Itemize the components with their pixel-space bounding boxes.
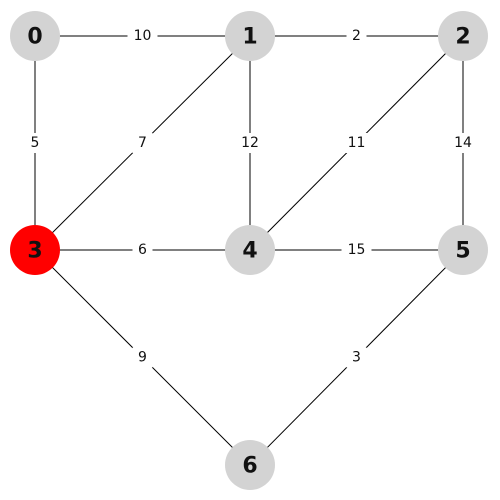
- edge-2-5: 14: [448, 36, 478, 250]
- edge-weight-background: [132, 240, 153, 260]
- edge-weight-label: 12: [241, 135, 259, 151]
- node-1: 1: [225, 11, 275, 61]
- edge-5-6: 3: [249, 249, 464, 466]
- node-label: 1: [242, 25, 257, 50]
- edge-weight-label: 11: [348, 135, 366, 151]
- edge-weight-label: 7: [138, 135, 147, 151]
- edge-weight-label: 6: [138, 242, 147, 258]
- edge-3-4: 6: [35, 240, 250, 260]
- edge-weight-background: [346, 347, 367, 368]
- node-2: 2: [438, 11, 488, 61]
- node-label: 5: [455, 239, 470, 264]
- edge-1-3: 7: [34, 35, 251, 251]
- edge-3-6: 9: [34, 249, 251, 466]
- node-circle: [225, 440, 275, 490]
- edge-weight-label: 2: [352, 28, 361, 44]
- node-circle: [438, 225, 488, 275]
- node-label: 4: [242, 239, 257, 264]
- edge-weight-label: 9: [138, 350, 147, 366]
- edge-2-4: 11: [249, 35, 464, 251]
- edge-weight-background: [127, 26, 158, 46]
- edge-weight-background: [235, 133, 265, 153]
- node-0: 0: [10, 11, 60, 61]
- node-label: 2: [455, 25, 470, 50]
- node-5: 5: [438, 225, 488, 275]
- edge-weight-label: 14: [454, 135, 472, 151]
- node-circle-highlighted: [10, 225, 60, 275]
- edge-0-1: 10: [35, 26, 250, 46]
- edge-weight-background: [25, 133, 45, 153]
- edge-0-3: 5: [25, 36, 45, 250]
- edge-weight-label: 3: [352, 350, 361, 366]
- node-label: 3: [27, 239, 42, 264]
- node-6: 6: [225, 440, 275, 490]
- edge-1-2: 2: [250, 26, 463, 46]
- node-4: 4: [225, 225, 275, 275]
- edge-weight-background: [341, 240, 372, 260]
- edge-weight-background: [132, 347, 153, 368]
- node-label: 6: [242, 454, 257, 479]
- edge-weight-background: [448, 133, 478, 153]
- node-label: 0: [27, 25, 42, 50]
- edge-weight-label: 15: [348, 242, 366, 258]
- edge-weight-background: [132, 133, 153, 153]
- node-3: 3: [10, 225, 60, 275]
- edge-weight-background: [341, 133, 372, 153]
- node-circle: [438, 11, 488, 61]
- node-circle: [10, 11, 60, 61]
- node-circle: [225, 11, 275, 61]
- node-circle: [225, 225, 275, 275]
- edge-weight-background: [346, 26, 367, 46]
- edge-weight-label: 5: [31, 135, 40, 151]
- edge-1-4: 12: [235, 36, 265, 250]
- edge-4-5: 15: [250, 240, 463, 260]
- edge-weight-label: 10: [134, 28, 152, 44]
